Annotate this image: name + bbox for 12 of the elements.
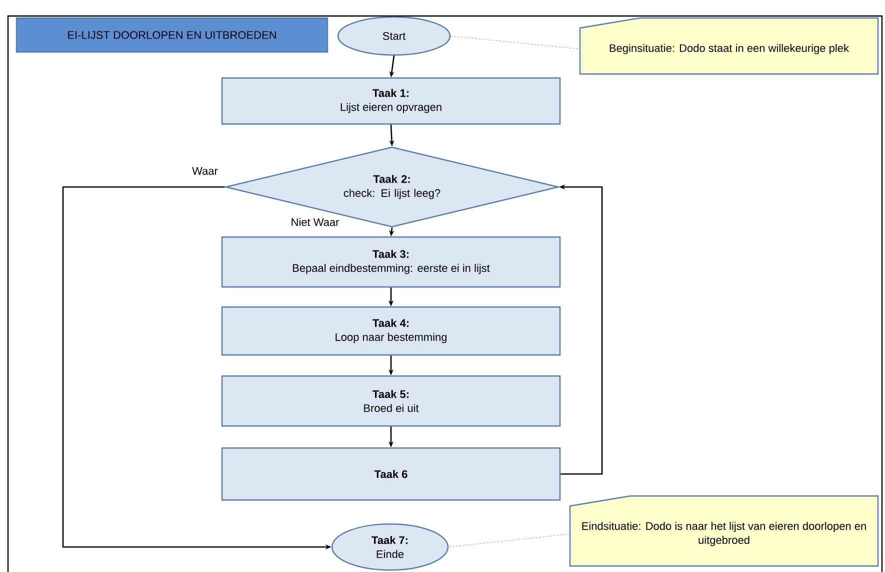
process-box: Taak 5: Broed ei uit bbox=[221, 375, 561, 427]
edge-label: Niet Waar bbox=[290, 216, 340, 228]
edge-label: Waar bbox=[191, 166, 219, 176]
process-box: Taak 4: Loop naar bestemming bbox=[221, 306, 561, 356]
callout-box: Eindsituatie: Dodo is naar het lijst van eieren doorlopen en uitgebroed bbox=[569, 495, 879, 567]
title-box: EI-LIJST DOORLOPEN EN UITBROEDEN bbox=[16, 17, 328, 53]
process-box: Taak 6 bbox=[221, 447, 561, 501]
process-box: Taak 3: Bepaal eindbestemming: eerste ei in lijst bbox=[221, 236, 561, 288]
leader-line bbox=[448, 534, 570, 548]
process-box: Taak 1: Lijst eieren opvragen bbox=[221, 77, 561, 125]
leader-line bbox=[450, 36, 580, 50]
callout-box: Beginsituatie: Dodo staat in een willekeurige plek bbox=[579, 17, 879, 75]
